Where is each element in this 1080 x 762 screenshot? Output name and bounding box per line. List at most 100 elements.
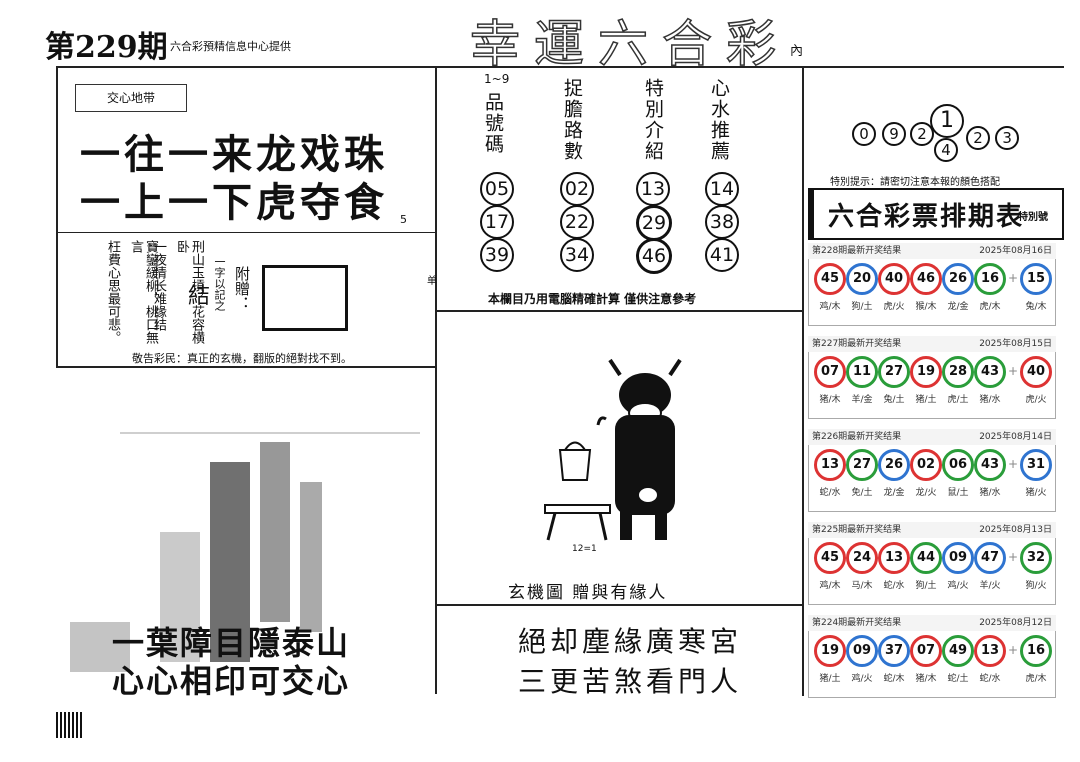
result-ball: 09 [942,542,974,574]
attach-box [262,265,348,331]
zodiac-label: 鸡/火 [947,581,969,591]
zodiac-label: 狗/火 [1025,581,1047,591]
col4-ball-3: 41 [705,238,739,272]
col1-ball-3: 39 [480,238,514,272]
col1-ball-1: 05 [480,172,514,206]
zodiac-label: 马/木 [851,581,873,591]
zodiac-label: 猪/土 [915,395,937,405]
result-ball: 47 [974,542,1006,574]
poem-line-3: 寶鑾緩柳，桃口無言 [128,240,158,344]
zodiac-label: 猪/火 [1025,488,1047,498]
tag-label: 交心地带 [75,84,187,112]
result-ball: 44 [910,542,942,574]
schedule-subtitle: 特別號 [1018,212,1048,223]
result-ball: 07 [814,356,846,388]
headline-2: 一上一下虎夺食 [80,179,388,226]
hint-digit: 3 [995,126,1020,150]
cow-caption: 玄機圖 贈與有緣人 [508,583,668,603]
hint-num-1: 0 9 [852,122,907,146]
attach-label: 附贈： [233,266,251,311]
scan-noise-graphic [70,432,420,672]
result-ball: 45 [814,263,846,295]
margin-mark: 单 [427,276,437,287]
special-ball: 31 [1020,449,1052,481]
zodiac-label: 龙/金 [883,488,905,498]
zodiac-label: 免/土 [851,488,873,498]
issue-number: 第229期 [45,30,168,65]
zodiac-label: 鸡/火 [851,674,873,684]
zodiac-label: 羊/火 [979,581,1001,591]
col3-ball-2: 29 [636,205,672,241]
result-ball: 26 [878,449,910,481]
zodiac-label: 猪/水 [979,488,1001,498]
hint-digit: 1 [930,104,964,138]
result-ball: 13 [878,542,910,574]
result-ball: 19 [910,356,942,388]
zodiac-label: 鸡/木 [819,581,841,591]
cow-icon [544,358,682,541]
bottom-poem-1: 一葉障目隱泰山 [112,624,351,662]
plus-icon: + [1008,643,1019,657]
result-date: 2025年08月13日 [979,525,1052,535]
col2-ball-1: 02 [560,172,594,206]
result-ball: 24 [846,542,878,574]
result-ball: 16 [974,263,1006,295]
zodiac-label: 猪/水 [979,395,1001,405]
result-ball: 20 [846,263,878,295]
bottom-poem-2: 心心相印可交心 [112,662,351,700]
special-ball: 32 [1020,542,1052,574]
frame-left-sub [56,232,436,233]
zodiac-label: 龙/火 [915,488,937,498]
headline-1: 一往一来龙戏珠 [80,131,388,178]
center-poem-1: 絕却塵緣廣寒宮 [518,625,743,658]
plus-icon: + [1008,271,1019,285]
schedule-title: 六合彩票排期表 [828,202,1025,232]
zodiac-label: 猪/木 [819,395,841,405]
zodiac-label: 兔/木 [1025,302,1047,312]
zodiac-label: 蛇/水 [979,674,1001,684]
hint-num-5: 2 3 [966,126,1020,150]
col1-top: 1~9 [484,72,510,86]
side-note: 一字以記之 [213,256,226,311]
result-ball: 49 [942,635,974,667]
zodiac-label: 虎/木 [1025,674,1047,684]
jie-character: 結 [188,284,211,309]
result-date: 2025年08月16日 [979,246,1052,256]
hint-digit: 0 [852,122,876,146]
col1-head: 品號碼 [482,92,504,155]
frame-divider-2 [802,66,804,696]
frame-top [56,66,1064,68]
result-date: 2025年08月15日 [979,339,1052,349]
cow-illustration [540,355,700,565]
zodiac-label: 鼠/土 [947,488,969,498]
schedule-title-box: 六合彩票排期表 特別號 [808,188,1064,240]
brand-title: 幸運六合彩 [469,14,790,74]
plus-icon: + [1008,550,1019,564]
hint-num-2: 2 [910,122,934,146]
plus-icon: + [1008,364,1019,378]
result-ball: 27 [878,356,910,388]
result-ball: 11 [846,356,878,388]
special-ball: 16 [1020,635,1052,667]
poem-line-1: 刑山玉摃，花容横卧 [174,240,204,344]
plus-icon: + [1008,457,1019,471]
col2-head: 捉膽路數 [561,78,583,162]
zodiac-label: 虎/土 [947,395,969,405]
special-ball: 40 [1020,356,1052,388]
result-ball: 07 [910,635,942,667]
frame-center-low [435,604,803,606]
result-ball: 28 [942,356,974,388]
result-label: 第224期最新开奖结果 [812,618,902,628]
zodiac-label: 猴/木 [915,302,937,312]
result-ball: 19 [814,635,846,667]
col3-head: 特別介紹 [642,78,664,162]
